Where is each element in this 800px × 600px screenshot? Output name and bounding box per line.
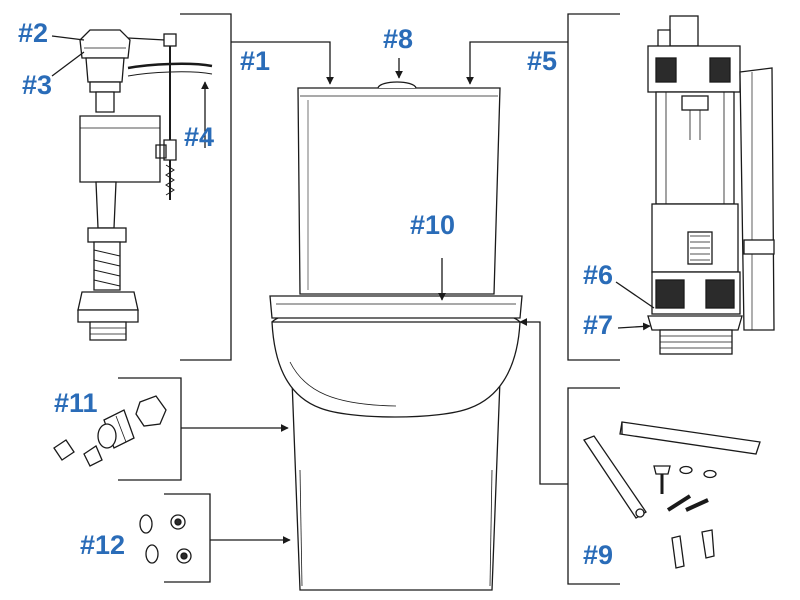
callout-10: #10 — [410, 210, 456, 240]
callout-5: #5 — [527, 46, 558, 76]
leader-1 — [231, 41, 334, 85]
leader-7 — [617, 322, 651, 331]
callout-8: #8 — [383, 24, 414, 54]
connector-icon — [53, 395, 167, 467]
frame-flush-valve — [567, 13, 620, 361]
bolt-kit-icon — [583, 421, 761, 569]
callout-11: #11 — [54, 388, 98, 418]
callout-12: #12 — [80, 530, 126, 560]
toilet-icon — [269, 81, 523, 591]
leader-6 — [615, 281, 655, 309]
frame-washers — [164, 493, 211, 583]
callout-2: #2 — [18, 18, 49, 48]
leader-9 — [519, 318, 568, 485]
frame-bolt-kit — [567, 387, 620, 585]
callout-7: #7 — [583, 310, 614, 340]
leader-5 — [466, 41, 568, 85]
callout-6: #6 — [583, 260, 614, 290]
leader-3 — [51, 51, 85, 77]
washer-icon — [139, 514, 192, 564]
frame-connector — [118, 377, 182, 481]
callout-1: #1 — [240, 46, 271, 76]
callout-9: #9 — [583, 540, 614, 570]
flush-valve-icon — [647, 15, 775, 355]
frame-fill-valve — [180, 13, 232, 361]
fill-valve-icon — [77, 29, 213, 341]
callout-4: #4 — [184, 122, 215, 152]
leader-2 — [51, 35, 85, 41]
callout-3: #3 — [22, 70, 53, 100]
